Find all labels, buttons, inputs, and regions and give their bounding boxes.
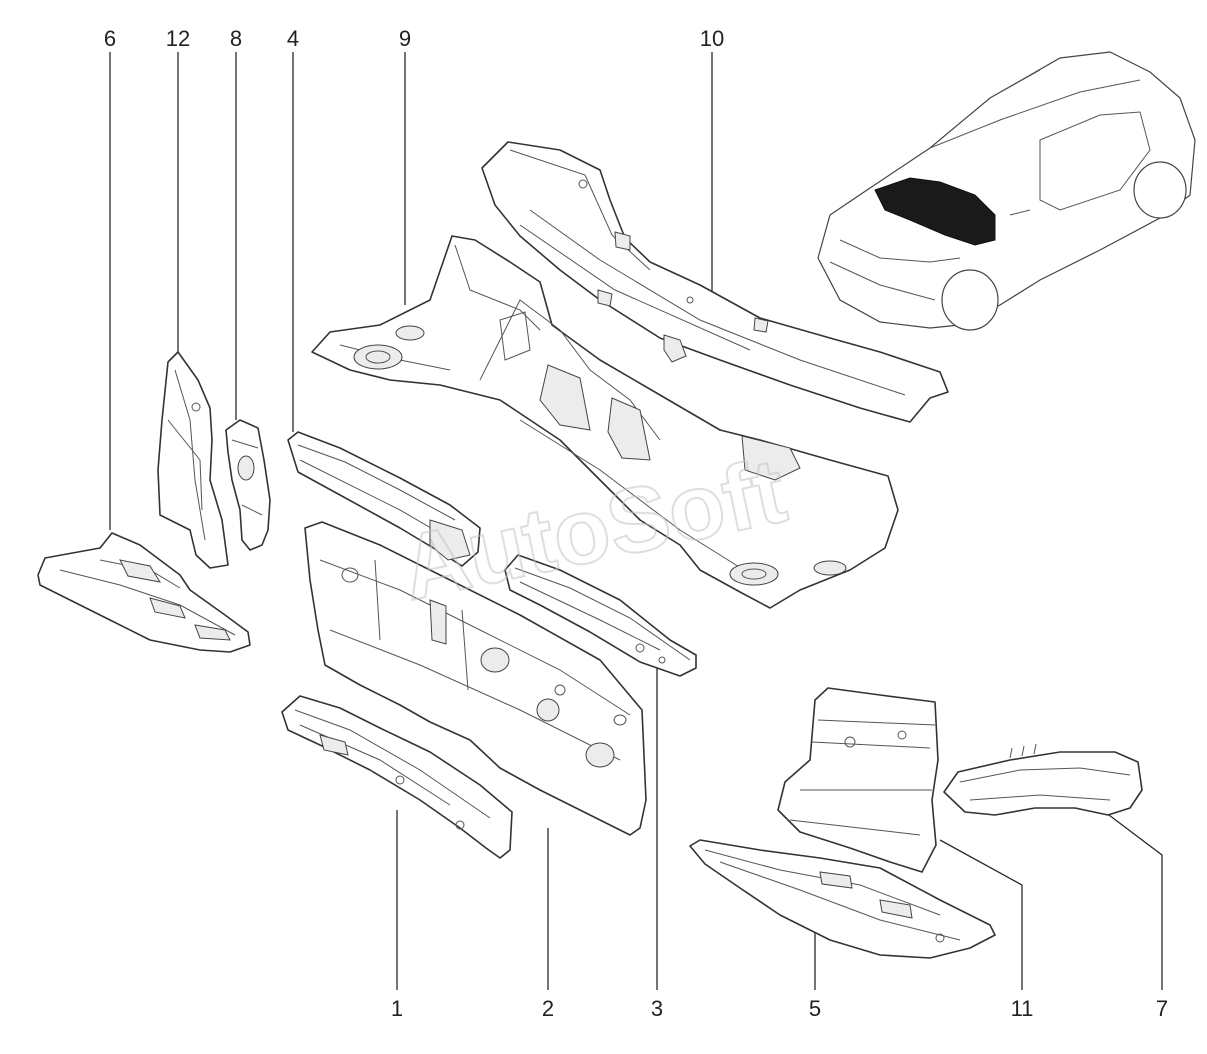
callout-1: 1 <box>391 996 403 1021</box>
callout-3: 3 <box>651 996 663 1021</box>
leader-7 <box>1104 811 1163 990</box>
part-9-floor-assembly <box>311 235 899 609</box>
part-4-cross-member <box>287 431 481 567</box>
part-3-cross-member <box>504 554 697 677</box>
part-2-dash-panel <box>304 521 647 836</box>
callout-2: 2 <box>542 996 554 1021</box>
part-1-lower-member <box>281 695 513 859</box>
leader-11 <box>939 839 1023 990</box>
callout-labels: 6 12 8 4 9 10 1 2 3 5 11 7 <box>104 26 1168 1021</box>
callout-8: 8 <box>230 26 242 51</box>
callout-5: 5 <box>809 996 821 1021</box>
part-10-cowl-top-panel <box>481 141 949 423</box>
highlighted-cowl-area <box>874 177 996 246</box>
callout-4: 4 <box>287 26 299 51</box>
part-12-pillar-trim <box>157 351 229 569</box>
part-6-side-panel <box>37 532 251 653</box>
part-5-floor-panel <box>689 839 996 959</box>
car-inset-illustration <box>817 51 1196 331</box>
callout-12: 12 <box>166 26 190 51</box>
callout-10: 10 <box>700 26 724 51</box>
part-8-bracket <box>225 419 271 551</box>
leader-lines <box>109 52 1163 990</box>
callout-7: 7 <box>1156 996 1168 1021</box>
part-7-member <box>943 743 1143 816</box>
part-11-panel <box>777 687 939 873</box>
callout-11: 11 <box>1011 996 1034 1021</box>
callout-6: 6 <box>104 26 116 51</box>
callout-9: 9 <box>399 26 411 51</box>
